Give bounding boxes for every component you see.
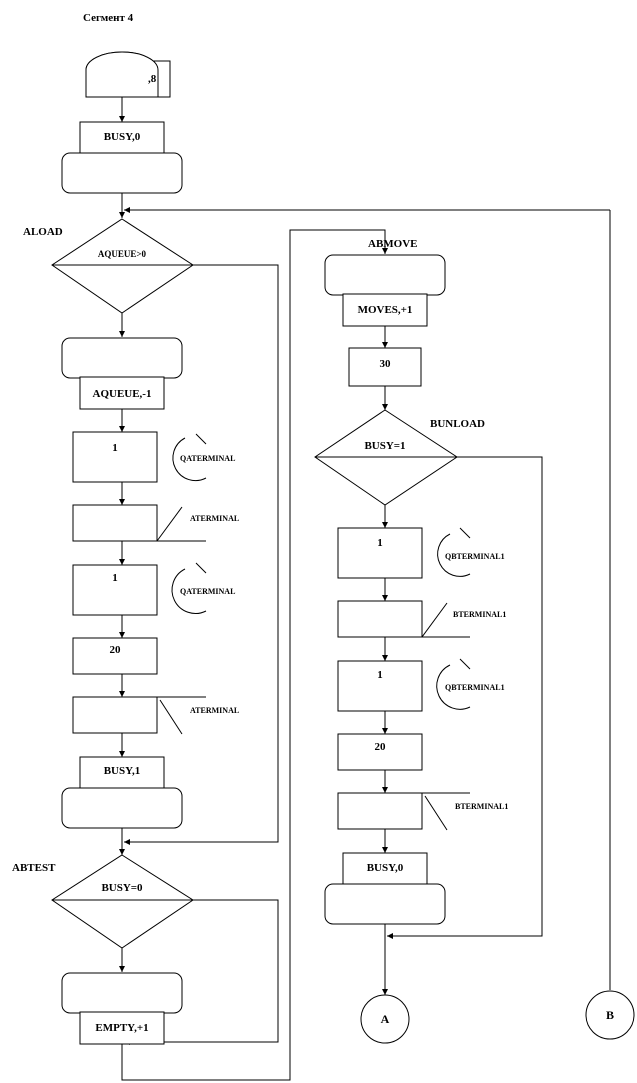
savevalue-busy0-bottom: BUSY,0 bbox=[324, 852, 446, 925]
svg-text:BUSY,0: BUSY,0 bbox=[367, 862, 404, 874]
enter-aterminal-1: ATERMINAL bbox=[72, 504, 239, 542]
path-to-abmove bbox=[121, 229, 388, 1081]
connector-a: A bbox=[360, 994, 410, 1044]
advance-30: 30 bbox=[348, 347, 422, 387]
label-abmove: ABMOVE bbox=[368, 238, 418, 250]
queue-qbterminal1-2: 1 QBTERMINAL1 bbox=[337, 658, 505, 712]
connector-b: B bbox=[585, 990, 635, 1040]
queue-qbterminal1-1: 1 QBTERMINAL1 bbox=[337, 527, 505, 579]
busy1-false-branch bbox=[387, 456, 543, 939]
svg-text:QATERMINAL: QATERMINAL bbox=[180, 587, 235, 596]
svg-text:20: 20 bbox=[110, 644, 122, 656]
return-path-b bbox=[124, 207, 611, 990]
savevalue-busy1: BUSY,1 bbox=[61, 756, 183, 829]
svg-text:BUSY,1: BUSY,1 bbox=[104, 765, 141, 777]
svg-text:1: 1 bbox=[112, 572, 118, 584]
svg-text:QBTERMINAL1: QBTERMINAL1 bbox=[445, 552, 505, 561]
savevalue-moves-inc: MOVES,+1 bbox=[324, 254, 446, 327]
svg-text:EMPTY,+1: EMPTY,+1 bbox=[95, 1022, 148, 1034]
leave-bterminal1: BTERMINAL1 bbox=[337, 792, 508, 831]
svg-text:B: B bbox=[606, 1008, 614, 1022]
leave-aterminal-2: ATERMINAL bbox=[72, 696, 239, 735]
test-aqueue-block: AQUEUE>0 bbox=[51, 218, 194, 314]
enter-bterminal1: BTERMINAL1 bbox=[337, 600, 506, 638]
queue-qaterminal-2: 1 QATERMINAL bbox=[72, 562, 235, 616]
queue-qaterminal-1: 1 QATERMINAL bbox=[72, 431, 235, 483]
svg-text:A: A bbox=[381, 1012, 390, 1026]
label-abtest: ABTEST bbox=[12, 862, 56, 874]
savevalue-aqueue-dec: AQUEUE,-1 bbox=[61, 337, 183, 410]
segment-title: Сегмент 4 bbox=[83, 12, 134, 24]
savevalue-empty-inc: EMPTY,+1 bbox=[61, 972, 183, 1045]
svg-text:BTERMINAL1: BTERMINAL1 bbox=[455, 802, 508, 811]
svg-text:1: 1 bbox=[112, 442, 118, 454]
svg-text:ATERMINAL: ATERMINAL bbox=[190, 514, 239, 523]
generate-block: ,8 bbox=[85, 51, 171, 98]
svg-text:BUSY=1: BUSY=1 bbox=[364, 440, 405, 452]
svg-text:BTERMINAL1: BTERMINAL1 bbox=[453, 610, 506, 619]
svg-text:AQUEUE>0: AQUEUE>0 bbox=[98, 249, 147, 259]
svg-text:BUSY=0: BUSY=0 bbox=[101, 882, 143, 894]
svg-text:AQUEUE,-1: AQUEUE,-1 bbox=[93, 388, 152, 400]
svg-text:BUSY,0: BUSY,0 bbox=[104, 131, 141, 143]
svg-text:QBTERMINAL1: QBTERMINAL1 bbox=[445, 683, 505, 692]
busy0-false-branch bbox=[124, 899, 279, 1045]
savevalue-busy0-top: BUSY,0 bbox=[61, 121, 183, 194]
svg-text:1: 1 bbox=[377, 669, 383, 681]
test-busy0-block: BUSY=0 bbox=[51, 854, 194, 949]
svg-text:20: 20 bbox=[375, 741, 387, 753]
advance-20-b: 20 bbox=[337, 733, 423, 771]
label-aload: ALOAD bbox=[23, 226, 63, 238]
svg-text:QATERMINAL: QATERMINAL bbox=[180, 454, 235, 463]
svg-text:ATERMINAL: ATERMINAL bbox=[190, 706, 239, 715]
svg-text:1: 1 bbox=[377, 537, 383, 549]
svg-text:30: 30 bbox=[380, 358, 392, 370]
label-bunload: BUNLOAD bbox=[430, 418, 485, 430]
aqueue-false-branch bbox=[124, 264, 279, 845]
advance-20-a: 20 bbox=[72, 637, 158, 675]
svg-text:MOVES,+1: MOVES,+1 bbox=[358, 304, 413, 316]
generate-operand: ,8 bbox=[148, 73, 157, 85]
